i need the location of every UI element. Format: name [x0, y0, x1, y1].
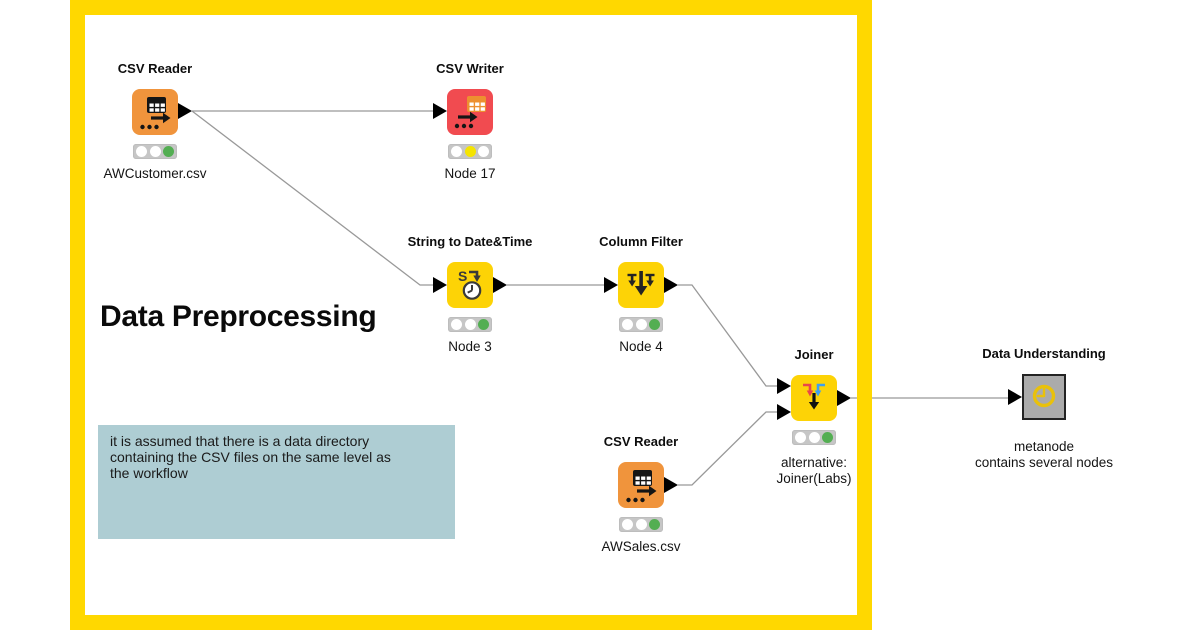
node-label-line: metanode	[1013, 439, 1075, 454]
csv-writer-icon	[454, 96, 486, 129]
input-port[interactable]	[1008, 389, 1022, 405]
csv-reader-icon	[626, 470, 657, 503]
node-string-to-datetime[interactable]: S	[447, 262, 493, 308]
csv-reader-icon	[140, 97, 171, 130]
node-label: Node 3	[448, 339, 492, 354]
node-title: CSV Writer	[436, 61, 504, 76]
input-port[interactable]	[777, 378, 791, 394]
node-title: CSV Reader	[603, 434, 679, 449]
status-traffic-light	[619, 517, 663, 532]
note-line: containing the CSV files on the same lev…	[110, 449, 391, 465]
connection-line[interactable]	[678, 284, 777, 387]
output-port[interactable]	[493, 277, 507, 293]
node-label: AWCustomer.csv	[103, 166, 207, 181]
node-label-line: alternative:	[780, 455, 848, 470]
note-annotation[interactable]: it is assumed that there is a data direc…	[98, 425, 455, 539]
node-csv-reader-1[interactable]	[132, 89, 178, 135]
node-joiner[interactable]	[791, 375, 837, 421]
node-label-line: contains several nodes	[974, 455, 1114, 470]
note-line: the workflow	[110, 465, 188, 481]
workflow-title: Data Preprocessing	[100, 300, 377, 333]
node-csv-writer[interactable]	[447, 89, 493, 135]
node-label: AWSales.csv	[601, 539, 681, 554]
node-csv-reader-2[interactable]	[618, 462, 664, 508]
node-title: Column Filter	[599, 234, 683, 249]
node-title: Data Understanding	[982, 346, 1106, 361]
status-traffic-light	[619, 317, 663, 332]
metanode-clock-icon	[1032, 384, 1056, 408]
output-port[interactable]	[664, 277, 678, 293]
node-column-filter[interactable]	[618, 262, 664, 308]
node-label-line: Joiner(Labs)	[776, 471, 852, 486]
svg-text:S: S	[458, 268, 467, 284]
output-port[interactable]	[837, 390, 851, 406]
note-line: it is assumed that there is a data direc…	[110, 433, 370, 449]
output-port[interactable]	[664, 477, 678, 493]
input-port[interactable]	[433, 277, 447, 293]
node-label: metanode contains several nodes	[934, 439, 1154, 471]
joiner-icon	[803, 383, 825, 410]
connection-line[interactable]	[678, 411, 777, 486]
string-to-datetime-icon: S	[458, 268, 482, 300]
node-label: Node 17	[444, 166, 496, 181]
connection-line[interactable]	[191, 110, 433, 286]
node-label: Node 4	[619, 339, 663, 354]
node-title: CSV Reader	[117, 61, 193, 76]
input-port[interactable]	[777, 404, 791, 420]
node-title: String to Date&Time	[407, 234, 533, 249]
status-traffic-light	[448, 144, 492, 159]
node-label: alternative: Joiner(Labs)	[704, 455, 924, 487]
status-traffic-light	[792, 430, 836, 445]
node-title: Joiner	[794, 347, 834, 362]
input-port[interactable]	[604, 277, 618, 293]
status-traffic-light	[448, 317, 492, 332]
node-metanode-data-understanding[interactable]	[1022, 374, 1066, 420]
column-filter-icon	[627, 271, 655, 296]
output-port[interactable]	[178, 103, 192, 119]
input-port[interactable]	[433, 103, 447, 119]
status-traffic-light	[133, 144, 177, 159]
